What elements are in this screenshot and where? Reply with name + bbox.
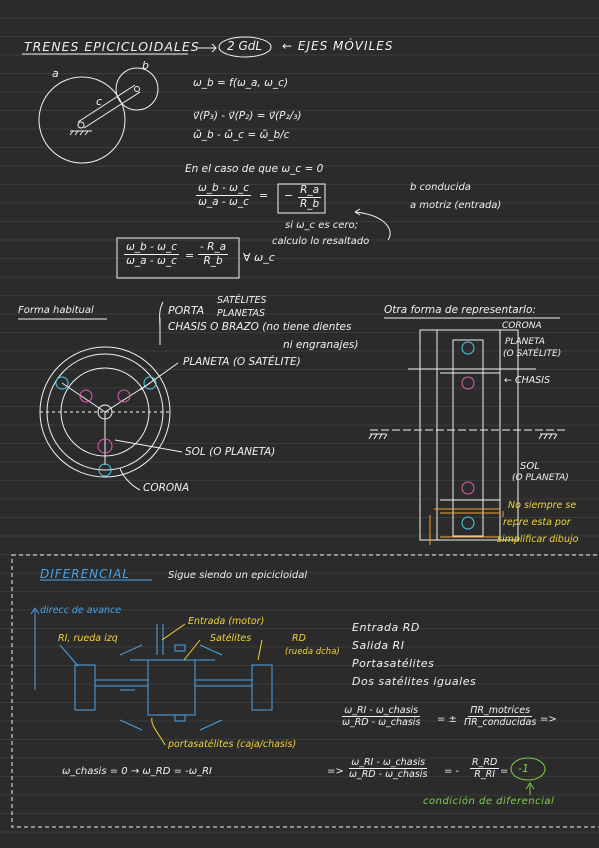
eq-omega-b: ω_b = f(ω_a, ω_c) [193, 77, 289, 89]
diff-ratio-b: R_RD R_RI [470, 757, 500, 781]
rd-label: RD [292, 633, 306, 644]
equal-sign-2: = [185, 249, 195, 262]
note-line-2: calculo lo resaltado [272, 236, 370, 247]
fig-gears-ab [38, 67, 159, 164]
entrada-label: Entrada (motor) [188, 616, 265, 627]
fig-planetary-right [368, 317, 566, 541]
equal-sign-1: = [259, 189, 269, 202]
header-decor [22, 36, 272, 58]
advance-label: direcc de avance [40, 605, 122, 616]
ratio-highlight-box [277, 183, 326, 214]
condition-label: condición de diferencial [423, 796, 555, 807]
sol-label: SOL (O PLANETA) [185, 446, 276, 458]
diff-fraction-a-num: ω_RI - ω_chasis [342, 705, 421, 718]
rd-label-2: (rueda dcha) [285, 647, 340, 657]
left-title: Forma habitual [18, 305, 94, 316]
satelites-diff-label: Satélites [210, 633, 252, 644]
diff-ratio-b-num: R_RD [470, 757, 500, 770]
r-planeta-label-2: (O SATÉLITE) [503, 349, 562, 359]
diff-fraction-a: ω_RI - ω_chasis ω_RD - ω_chasis [340, 705, 422, 729]
page-title: TRENES EPICICLOIDALES [24, 39, 200, 54]
fraction-2-num: ω_b - ω_c [124, 241, 179, 255]
satelites-label: SATÉLITES [217, 295, 267, 306]
ratio-2: - R_a R_b [198, 241, 229, 267]
chasis-label-2: ni engranajes) [283, 339, 359, 351]
porta-label: PORTA [168, 304, 205, 317]
note-arrow [354, 211, 391, 241]
r-planeta-label: PLANETA [505, 337, 545, 347]
diferencial-frame [11, 554, 599, 828]
planeta-label: PLANETA (O SATÉLITE) [183, 356, 301, 368]
list-item-2: Salida RI [352, 639, 405, 652]
fig-differential [30, 607, 273, 746]
minus-sign: − [284, 189, 294, 202]
ratio-1: R_a R_b [298, 184, 322, 210]
label-c: c [96, 95, 103, 108]
diff-ratio-a: ΠR_motrices ΠR_conducidas [462, 705, 538, 729]
fraction-2: ω_b - ω_c ω_a - ω_c [124, 241, 179, 267]
diff-fraction-b: ω_RI - ω_chasis ω_RD - ω_chasis [347, 757, 429, 781]
diff-eq-b-prefix: => [327, 766, 344, 777]
label-b: b [142, 59, 149, 72]
chasis-label: CHASIS O BRAZO (no tiene dientes [168, 321, 352, 333]
case-text: En el caso de que ω_c = 0 [185, 163, 324, 175]
note-a: No siempre se [508, 500, 577, 511]
forall-label: ∀ ω_c [243, 251, 275, 264]
right-title: Otra forma de representarlo: [384, 304, 536, 316]
r-chasis-label: ← CHASIS [504, 375, 551, 386]
eq-velocity: v⃗(P₃) - v⃗(P₂) = v⃗(P₂/₃) [193, 110, 302, 122]
bottom-left-eq: ω_chasis = 0 → ω_RD = -ω_RI [62, 766, 213, 777]
ri-wheel-label: RI, rueda izq [58, 633, 118, 644]
b-driven-label: b conducida [410, 182, 471, 193]
diff-ratio-b-den: R_RI [474, 769, 496, 781]
note-c: simplificar dibujo [497, 534, 579, 545]
fraction-1: ω_b - ω_c ω_a - ω_c [196, 182, 251, 208]
fig-planetary-left [18, 301, 183, 491]
result-value: -1 [518, 762, 529, 775]
fraction-1-num: ω_b - ω_c [196, 182, 251, 196]
label-a: a [52, 67, 59, 80]
diff-fraction-b-num: ω_RI - ω_chasis [349, 757, 428, 770]
list-item-3: Portasatélites [352, 657, 435, 670]
list-item-4: Dos satélites iguales [352, 675, 477, 688]
ratio-1-den: R_b [300, 197, 320, 210]
diff-arrow: => [540, 714, 557, 725]
planetas-label: PLANETAS [217, 308, 266, 319]
r-sol-label-2: (O PLANETA) [512, 473, 569, 483]
ratio-2-den: R_b [203, 254, 223, 267]
r-sol-label: SOL [520, 461, 540, 472]
note-line-1: si ω_c es cero; [285, 220, 359, 231]
orange-highlight [429, 508, 504, 545]
diff-eq-b-sign: = - [444, 766, 460, 777]
list-item-1: Entrada RD [352, 621, 420, 634]
diff-eq-b-sign-2: = [500, 766, 509, 777]
diff-fraction-a-den: ω_RD - ω_chasis [342, 717, 421, 729]
eq-omega-relative: ω̃_b - ω̃_c = ω̃_b/c [193, 129, 290, 141]
general-formula-box [116, 237, 240, 279]
result-highlight [510, 757, 546, 781]
portasat-label: portasatélites (caja/chasis) [168, 739, 297, 750]
diff-fraction-b-den: ω_RD - ω_chasis [349, 769, 428, 781]
diferencial-title: DIFERENCIAL [40, 567, 130, 581]
fraction-2-den: ω_a - ω_c [126, 254, 177, 267]
dof-label: 2 GdL [227, 39, 263, 53]
r-corona-label: CORONA [502, 321, 542, 331]
diff-ratio-a-den: ΠR_conducidas [464, 717, 537, 729]
note-b: repre esta por [503, 517, 571, 528]
moving-axes-label: ← EJES MÓVILES [282, 39, 394, 53]
corona-label: CORONA [143, 482, 190, 494]
diferencial-subtitle: Sigue siendo un epicicloidal [168, 570, 308, 581]
diff-eq-a-sign: = ± [437, 714, 457, 725]
ratio-1-num: R_a [298, 184, 322, 198]
ratio-2-num: - R_a [198, 241, 229, 255]
diff-ratio-a-num: ΠR_motrices [468, 705, 533, 718]
a-driver-label: a motriz (entrada) [410, 200, 502, 211]
fraction-1-den: ω_a - ω_c [198, 195, 249, 208]
